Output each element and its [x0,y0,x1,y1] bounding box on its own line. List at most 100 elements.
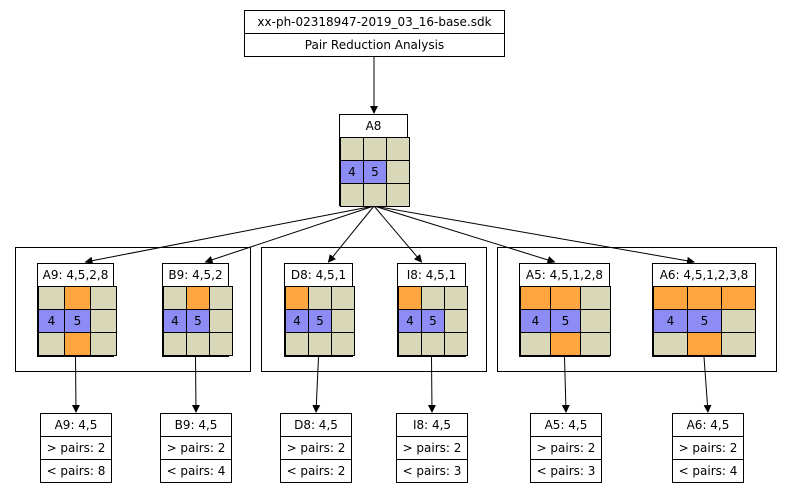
cell-node-label: B9: 4,5,2 [168,268,223,282]
node-to-result-edge [191,356,200,413]
cell-node-pair-cell: 4 [38,309,65,333]
cell-node-pair-cell: 4 [163,309,187,333]
cell-node-empty-cell [285,332,309,356]
cell-node-candidate-cell [398,286,422,310]
result-node: I8: 4,5> pairs: 2< pairs: 3 [396,413,468,483]
cell-node-empty-cell [90,309,117,333]
cell-node-label: A5: 4,5,1,2,8 [525,268,604,282]
result-greater-pairs: > pairs: 2 [161,436,231,459]
cell-node-empty-cell [421,332,445,356]
result-less-pairs: < pairs: 4 [161,459,231,482]
result-less-pairs: < pairs: 4 [673,459,743,482]
cell-node-empty-cell [721,309,756,333]
cell-node-empty-cell [653,332,688,356]
cell-node-empty-cell [331,309,355,333]
result-name: A9: 4,5 [54,418,98,432]
cell-node-label: A6: 4,5,1,2,3,8 [659,268,749,282]
cell-node-empty-cell [580,332,611,356]
cell-node-empty-cell [186,332,210,356]
cell-node-candidate-cell [64,286,91,310]
root-to-node-edge [204,205,375,264]
cell-node-candidate-cell [186,286,210,310]
cell-node-candidate-cell [520,286,551,310]
cell-node-candidate-cell [550,286,581,310]
cell-node-pair-cell: 4 [398,309,422,333]
cell-node-empty-cell [331,286,355,310]
result-node: A6: 4,5> pairs: 2< pairs: 4 [672,413,744,483]
cell-node-label: A9: 4,5,2,8 [42,268,109,282]
cell-node-empty-cell [163,286,187,310]
result-node: A9: 4,5> pairs: 2< pairs: 8 [40,413,112,483]
header-title: Pair Reduction Analysis [245,33,504,56]
cell-node-empty-cell [308,286,332,310]
root-pair-cell: 4 [340,160,364,184]
result-name: B9: 4,5 [174,418,218,432]
root-pair-cell: 5 [363,160,387,184]
cell-node-empty-cell [721,332,756,356]
node-to-result-edge [427,356,436,413]
root-empty-cell [363,137,387,161]
cell-node-candidate-cell [687,332,722,356]
result-name: A6: 4,5 [686,418,730,432]
cell-node-candidate-cell [64,332,91,356]
cell-node-candidate-cell [687,286,722,310]
cell-node-pair-cell: 4 [520,309,551,333]
result-node: D8: 4,5> pairs: 2< pairs: 2 [280,413,352,483]
root-empty-cell [386,137,410,161]
cell-node-pair-cell: 4 [285,309,309,333]
root-to-node-edge [373,205,423,263]
cell-node-empty-cell [38,286,65,310]
cell-node-candidate-cell [550,332,581,356]
result-less-pairs: < pairs: 3 [531,459,601,482]
root-empty-cell [340,183,364,207]
node-to-result-edge [561,356,570,413]
cell-node-pair-cell: 4 [653,309,688,333]
result-less-pairs: < pairs: 3 [397,459,467,482]
group-box-3 [497,247,777,372]
result-less-pairs: < pairs: 8 [41,459,111,482]
cell-node-pair-cell: 5 [64,309,91,333]
root-empty-cell [363,183,387,207]
cell-node-empty-cell [520,332,551,356]
cell-node-empty-cell [209,309,233,333]
group-box-1 [15,247,251,372]
cell-node-empty-cell [90,286,117,310]
root-to-node-edge [373,205,695,265]
cell-node-empty-cell [308,332,332,356]
cell-node-pair-cell: 5 [186,309,210,333]
cell-node-empty-cell [421,286,445,310]
header-file-name: xx-ph-02318947-2019_03_16-base.sdk [257,15,492,29]
cell-node-empty-cell [580,286,611,310]
cell-node-empty-cell [209,286,233,310]
root-empty-cell [340,137,364,161]
result-greater-pairs: > pairs: 2 [531,436,601,459]
cell-node-empty-cell [163,332,187,356]
result-node: A5: 4,5> pairs: 2< pairs: 3 [530,413,602,483]
node-to-result-edge [71,356,80,413]
cell-node-empty-cell [444,309,468,333]
cell-node-empty-cell [444,286,468,310]
node-to-result-edge [703,356,712,413]
root-to-node-edge [327,205,375,263]
header-box: xx-ph-02318947-2019_03_16-base.sdk Pair … [244,10,505,57]
cell-node-empty-cell [209,332,233,356]
cell-node-pair-cell: 5 [550,309,581,333]
result-greater-pairs: > pairs: 2 [281,436,351,459]
root-to-node-edge [373,205,556,264]
cell-node-pair-cell: 5 [687,309,722,333]
root-empty-cell [386,160,410,184]
cell-node-empty-cell [580,309,611,333]
